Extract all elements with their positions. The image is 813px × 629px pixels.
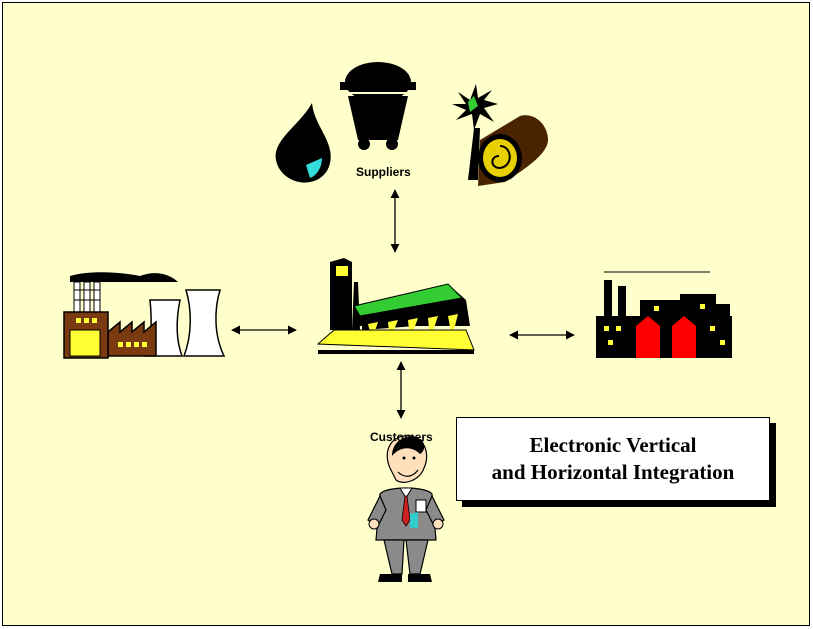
title-box: Electronic Vertical and Horizontal Integ…	[456, 417, 770, 501]
central-factory-icon	[316, 258, 475, 354]
title-line-2: and Horizontal Integration	[491, 460, 735, 484]
power-plant-icon	[63, 272, 226, 359]
businessman-icon	[367, 435, 445, 582]
title-line-1: Electronic Vertical	[529, 433, 697, 457]
oil-drop-icon	[275, 103, 331, 183]
suppliers-label: Suppliers	[356, 165, 411, 179]
customers-label: Customers	[370, 430, 433, 444]
coal-cart-icon	[340, 62, 416, 150]
timber-log-icon	[452, 84, 548, 186]
competitor-factory-icon	[596, 271, 732, 358]
